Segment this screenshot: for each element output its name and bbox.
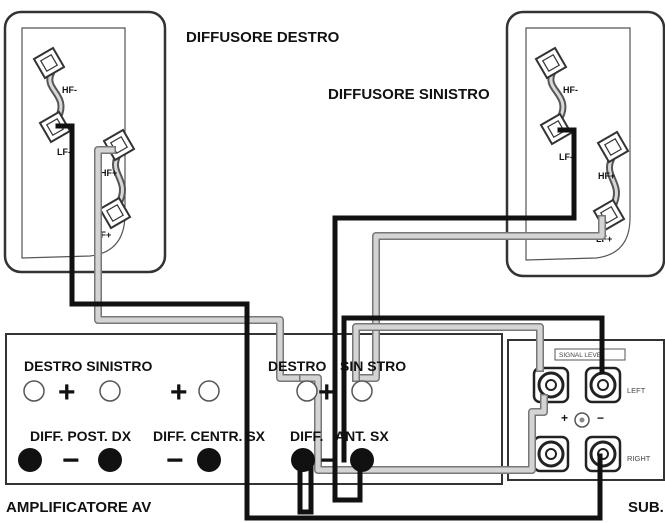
rear-left-negative-terminal bbox=[98, 448, 122, 472]
front-group-bottom-label-a: DIFF. bbox=[290, 428, 323, 444]
right-speaker-terminal-lf-plus bbox=[98, 196, 132, 230]
left-speaker: HF- LF- HF+ LF+ bbox=[505, 10, 665, 278]
negative-wires bbox=[55, 123, 605, 521]
subwoofer-jack-top-left bbox=[532, 366, 570, 404]
amplifier-chassis bbox=[5, 333, 503, 485]
amp-labels: DESTRO SINISTRO DIFF. POST. DX DIFF. CEN… bbox=[24, 358, 406, 477]
left-speaker-terminal-hf-minus bbox=[534, 46, 568, 80]
front-minus-sign: − bbox=[320, 444, 338, 477]
right-speaker: HF- LF- HF+ LF+ bbox=[3, 10, 167, 274]
rear-plus-sign: + bbox=[58, 376, 76, 409]
right-speaker-terminal-hf-minus bbox=[32, 46, 66, 80]
wire-front-right-negative-loop bbox=[297, 457, 314, 515]
front-right-positive-terminal bbox=[296, 380, 318, 402]
rear-left-positive-terminal bbox=[99, 380, 121, 402]
front-group-top-label-a: DESTRO bbox=[268, 358, 326, 374]
rear-group-top-label: DESTRO SINISTRO bbox=[24, 358, 152, 374]
amp-terminals bbox=[18, 380, 374, 472]
left-speaker-title: DIFFUSORE SINISTRO bbox=[328, 86, 490, 103]
center-group-bottom-label: DIFF. CENTR. SX bbox=[153, 428, 266, 444]
wire-left-speaker-positive bbox=[356, 215, 606, 382]
subwoofer-right-label: RIGHT bbox=[627, 454, 651, 463]
front-left-positive-terminal bbox=[351, 380, 373, 402]
subwoofer-plus-sign: + bbox=[561, 411, 568, 425]
wire-amp-to-sub-positive bbox=[299, 323, 548, 474]
right-speaker-title: DIFFUSORE DESTRO bbox=[186, 29, 340, 46]
left-speaker-terminal-hf-plus bbox=[596, 130, 630, 164]
left-speaker-label-lf-minus: LF- bbox=[559, 152, 573, 162]
subwoofer-header-box bbox=[554, 348, 626, 361]
right-speaker-label-lf-minus: LF- bbox=[57, 147, 71, 157]
rear-right-negative-terminal bbox=[18, 448, 42, 472]
front-left-negative-terminal bbox=[350, 448, 374, 472]
wire-amp-to-sub-negative bbox=[341, 315, 605, 463]
front-group-top-label-b: SIN STRO bbox=[340, 358, 406, 374]
subwoofer-title: SUB. bbox=[628, 499, 664, 516]
right-speaker-label-lf-plus: LF+ bbox=[95, 230, 111, 240]
rear-minus-sign: − bbox=[62, 444, 80, 477]
subwoofer-header: SIGNAL LEVEL bbox=[559, 352, 605, 359]
left-speaker-terminal-lf-minus bbox=[539, 112, 573, 146]
amplifier: AMPLIFICATORE AV bbox=[5, 333, 503, 516]
left-speaker-label-hf-plus: HF+ bbox=[598, 171, 615, 181]
center-minus-sign: − bbox=[166, 444, 184, 477]
center-positive-terminal bbox=[198, 380, 220, 402]
amplifier-title: AMPLIFICATORE AV bbox=[6, 499, 151, 516]
right-speaker-label-hf-minus: HF- bbox=[62, 85, 77, 95]
wire-right-speaker-positive bbox=[94, 146, 304, 382]
wire-left-speaker-negative bbox=[332, 127, 577, 503]
left-speaker-label-hf-minus: HF- bbox=[563, 85, 578, 95]
subwoofer-left-label: LEFT bbox=[627, 386, 646, 395]
center-negative-terminal bbox=[197, 448, 221, 472]
center-plus-sign: + bbox=[170, 376, 188, 409]
right-speaker-label-hf-plus: HF+ bbox=[100, 168, 117, 178]
positive-wires bbox=[94, 146, 606, 474]
front-right-negative-terminal bbox=[291, 448, 315, 472]
front-plus-sign: + bbox=[318, 376, 336, 409]
subwoofer-jack-bottom-left bbox=[532, 435, 570, 473]
rear-right-positive-terminal bbox=[23, 380, 45, 402]
wire-right-speaker-negative bbox=[55, 123, 603, 521]
subwoofer-jack-bottom-right bbox=[584, 435, 622, 473]
front-group-bottom-label-b: ANT. SX bbox=[335, 428, 389, 444]
rear-group-bottom-label: DIFF. POST. DX bbox=[30, 428, 132, 444]
subwoofer-minus-sign: − bbox=[597, 411, 604, 425]
right-speaker-terminal-lf-minus bbox=[38, 110, 72, 144]
